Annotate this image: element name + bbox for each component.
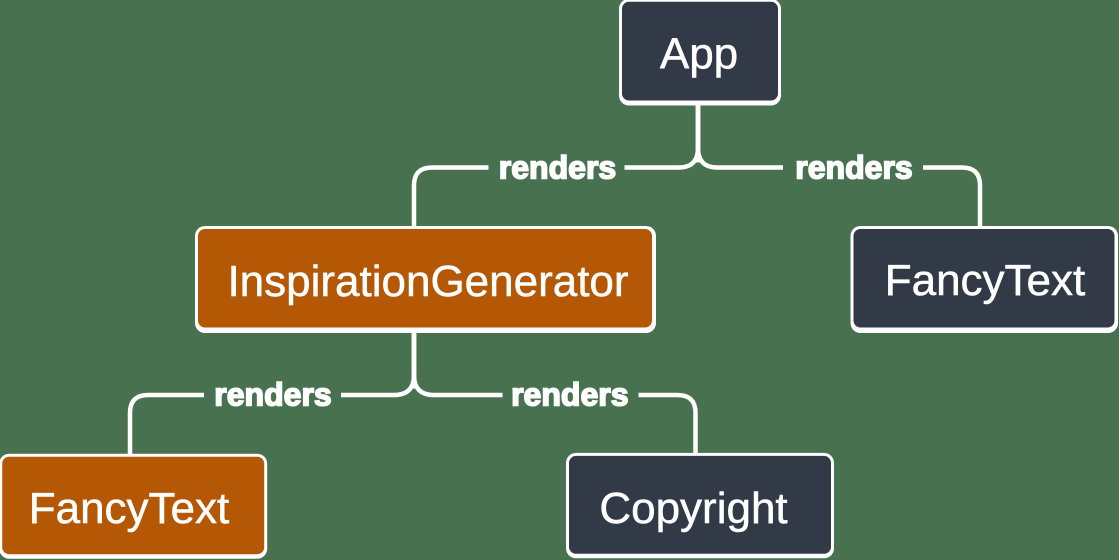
svg-text:FancyText: FancyText xyxy=(29,484,230,533)
svg-text:renders: renders xyxy=(499,149,616,185)
svg-text:App: App xyxy=(660,30,738,79)
svg-text:renders: renders xyxy=(795,149,912,185)
svg-text:FancyText: FancyText xyxy=(885,256,1086,305)
svg-text:renders: renders xyxy=(214,377,331,413)
svg-text:InspirationGenerator: InspirationGenerator xyxy=(227,257,628,306)
svg-text:renders: renders xyxy=(511,377,628,413)
svg-text:Copyright: Copyright xyxy=(599,484,787,533)
